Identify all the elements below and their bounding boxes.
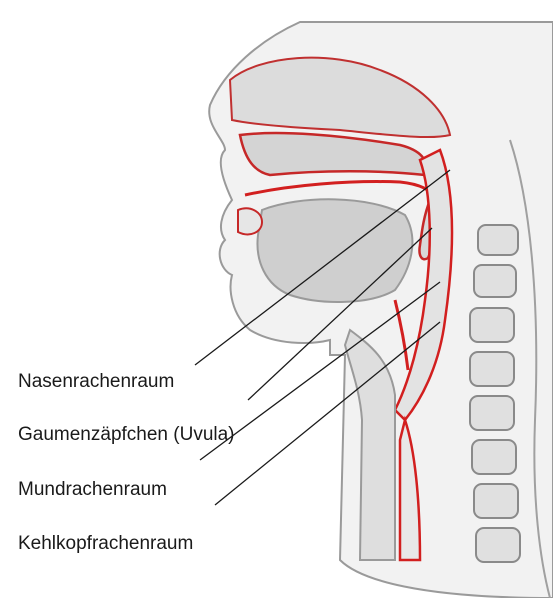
vertebra — [470, 396, 514, 430]
label-kehlkopfrachenraum: Kehlkopfrachenraum — [18, 534, 193, 553]
vertebra — [474, 265, 516, 297]
vertebra — [478, 225, 518, 255]
vertebra — [470, 352, 514, 386]
vertebra — [470, 308, 514, 342]
label-nasenrachenraum: Nasenrachenraum — [18, 372, 174, 391]
lips — [238, 208, 262, 234]
vertebra — [472, 440, 516, 474]
tongue — [257, 199, 412, 302]
vertebra — [476, 528, 520, 562]
label-gaumenzaepfchen: Gaumenzäpfchen (Uvula) — [18, 425, 235, 444]
vertebra — [474, 484, 518, 518]
label-mundrachenraum: Mundrachenraum — [18, 480, 167, 499]
